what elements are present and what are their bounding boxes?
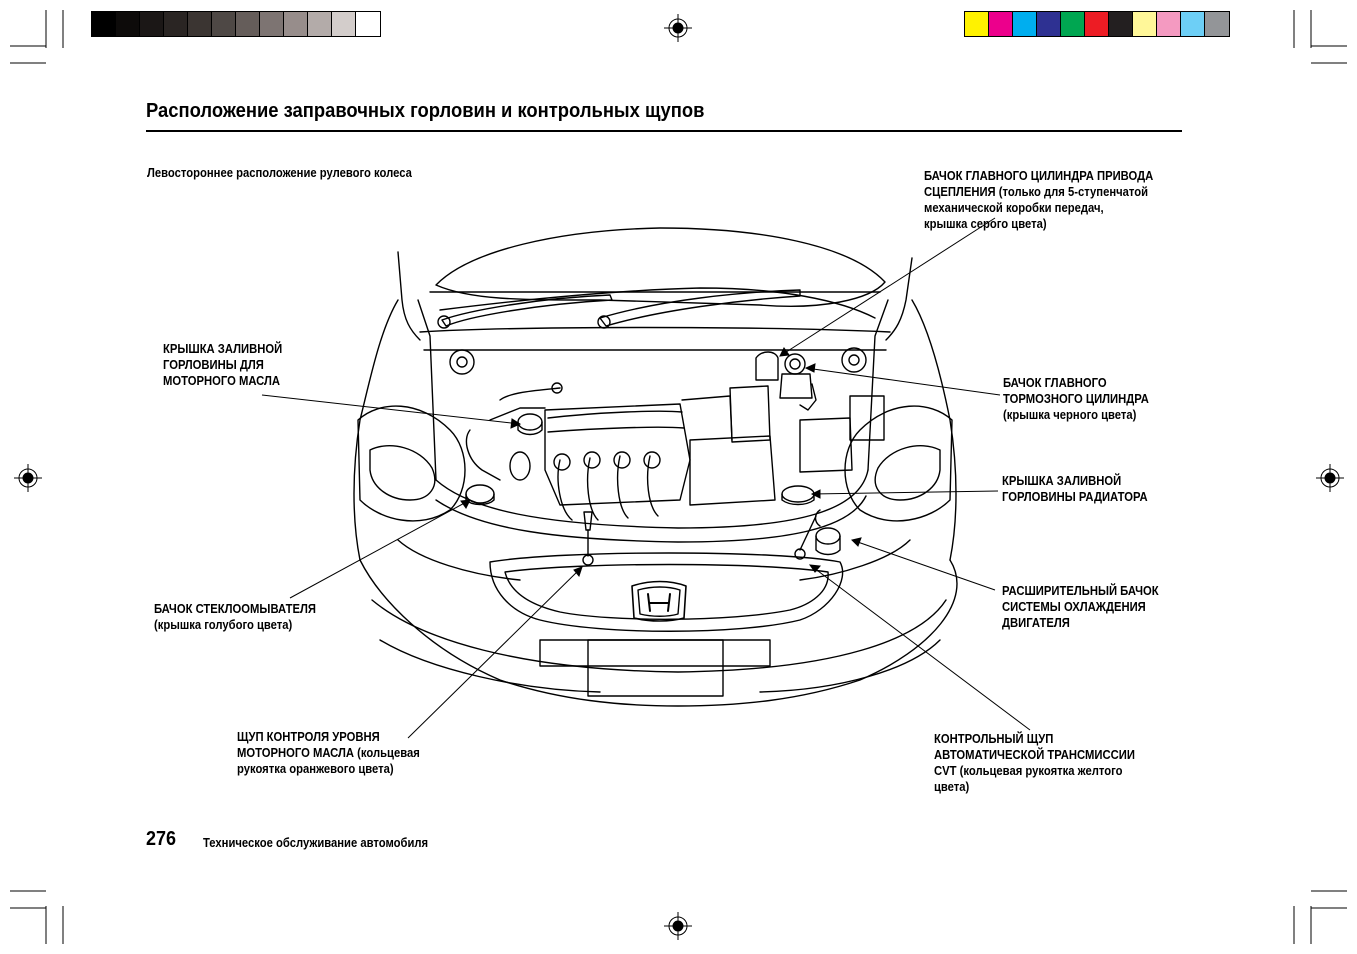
gray-swatch bbox=[92, 12, 116, 36]
crop-marks bbox=[10, 10, 1347, 944]
gray-swatch bbox=[332, 12, 356, 36]
color-swatch bbox=[1109, 12, 1133, 36]
steering-position-subtitle: Левостороннее расположение рулевого коле… bbox=[147, 166, 412, 180]
label-line: цвета) bbox=[934, 780, 970, 794]
page-number: 276 bbox=[146, 828, 177, 850]
label-washer-reservoir: БАЧОК СТЕКЛООМЫВАТЕЛЯ (крышка голубого ц… bbox=[154, 601, 316, 633]
gray-swatch bbox=[260, 12, 284, 36]
gray-swatch bbox=[140, 12, 164, 36]
label-line: крышка серого цвета) bbox=[924, 217, 1047, 231]
color-swatch bbox=[965, 12, 989, 36]
label-line: (крышка голубого цвета) bbox=[154, 618, 293, 632]
label-line: АВТОМАТИЧЕСКОЙ ТРАНСМИССИИ bbox=[934, 748, 1135, 762]
label-line: КРЫШКА ЗАЛИВНОЙ bbox=[1002, 474, 1122, 488]
leader-lines bbox=[261, 217, 1031, 739]
label-brake-master-cylinder: БАЧОК ГЛАВНОГО ТОРМОЗНОГО ЦИЛИНДРА (крыш… bbox=[1003, 375, 1149, 423]
color-swatch bbox=[1013, 12, 1037, 36]
gray-swatch bbox=[212, 12, 236, 36]
page-title: Расположение заправочных горловин и конт… bbox=[146, 100, 705, 122]
label-line: механической коробки передач, bbox=[924, 201, 1104, 215]
registration-mark-top bbox=[664, 14, 692, 42]
gray-swatch bbox=[356, 12, 380, 36]
label-line: МОТОРНОГО МАСЛА (кольцевая bbox=[237, 745, 420, 761]
label-line: ГОРЛОВИНЫ ДЛЯ bbox=[163, 358, 264, 372]
color-swatch bbox=[1157, 12, 1181, 36]
title-underline bbox=[146, 130, 1182, 132]
registration-mark-right bbox=[1316, 464, 1344, 492]
label-part: МОТОРНОГО МАСЛА bbox=[237, 746, 355, 760]
grayscale-calibration-bar bbox=[91, 11, 381, 37]
label-line: ДВИГАТЕЛЯ bbox=[1002, 616, 1070, 630]
label-cvt-dipstick: КОНТРОЛЬНЫЙ ЩУП АВТОМАТИЧЕСКОЙ ТРАНСМИСС… bbox=[934, 731, 1135, 795]
label-line: ЩУП КОНТРОЛЯ УРОВНЯ bbox=[237, 730, 380, 744]
registration-mark-left bbox=[14, 464, 42, 492]
color-swatch bbox=[989, 12, 1013, 36]
section-footer: Техническое обслуживание автомобиля bbox=[203, 836, 429, 850]
label-radiator-cap: КРЫШКА ЗАЛИВНОЙ ГОРЛОВИНЫ РАДИАТОРА bbox=[1002, 473, 1148, 505]
label-clutch-master-cylinder: БАЧОК ГЛАВНОГО ЦИЛИНДРА ПРИВОДА СЦЕПЛЕНИ… bbox=[924, 168, 1153, 232]
registration-mark-bottom bbox=[664, 912, 692, 940]
gray-swatch bbox=[116, 12, 140, 36]
label-line: КОНТРОЛЬНЫЙ ЩУП bbox=[934, 732, 1054, 746]
label-line: CVT (кольцевая рукоятка желтого bbox=[934, 763, 1135, 779]
label-line: СИСТЕМЫ ОХЛАЖДЕНИЯ bbox=[1002, 600, 1146, 614]
label-oil-filler-cap: КРЫШКА ЗАЛИВНОЙ ГОРЛОВИНЫ ДЛЯ МОТОРНОГО … bbox=[163, 341, 282, 389]
label-oil-dipstick: ЩУП КОНТРОЛЯ УРОВНЯ МОТОРНОГО МАСЛА (кол… bbox=[237, 729, 420, 777]
label-line: (крышка черного цвета) bbox=[1003, 408, 1137, 422]
label-part: (кольцевая bbox=[354, 746, 420, 760]
color-swatch bbox=[1181, 12, 1205, 36]
label-part: CVT bbox=[934, 764, 957, 778]
label-line: ГОРЛОВИНЫ РАДИАТОРА bbox=[1002, 490, 1148, 504]
label-line: рукоятка оранжевого цвета) bbox=[237, 762, 394, 776]
gray-swatch bbox=[284, 12, 308, 36]
label-line: КРЫШКА ЗАЛИВНОЙ bbox=[163, 342, 283, 356]
gray-swatch bbox=[308, 12, 332, 36]
color-swatch bbox=[1061, 12, 1085, 36]
label-part: (кольцевая рукоятка желтого bbox=[956, 764, 1123, 778]
color-swatch bbox=[1085, 12, 1109, 36]
label-line: МОТОРНОГО МАСЛА bbox=[163, 374, 281, 388]
color-swatch bbox=[1205, 12, 1229, 36]
label-part: СЦЕПЛЕНИЯ bbox=[924, 185, 996, 199]
label-line: БАЧОК ГЛАВНОГО bbox=[1003, 376, 1107, 390]
color-swatch bbox=[1037, 12, 1061, 36]
label-line: БАЧОК ГЛАВНОГО ЦИЛИНДРА ПРИВОДА bbox=[924, 169, 1154, 183]
label-line: БАЧОК СТЕКЛООМЫВАТЕЛЯ bbox=[154, 602, 316, 616]
label-line: СЦЕПЛЕНИЯ (только для 5-ступенчатой bbox=[924, 184, 1153, 200]
color-swatch bbox=[1133, 12, 1157, 36]
gray-swatch bbox=[164, 12, 188, 36]
gray-swatch bbox=[188, 12, 212, 36]
label-line: ТОРМОЗНОГО ЦИЛИНДРА bbox=[1003, 392, 1149, 406]
label-part: (только для 5-ступенчатой bbox=[995, 185, 1149, 199]
gray-swatch bbox=[236, 12, 260, 36]
label-line: РАСШИРИТЕЛЬНЫЙ БАЧОК bbox=[1002, 584, 1159, 598]
process-color-calibration-bar bbox=[964, 11, 1230, 37]
label-coolant-reservoir: РАСШИРИТЕЛЬНЫЙ БАЧОК СИСТЕМЫ ОХЛАЖДЕНИЯ … bbox=[1002, 583, 1159, 631]
